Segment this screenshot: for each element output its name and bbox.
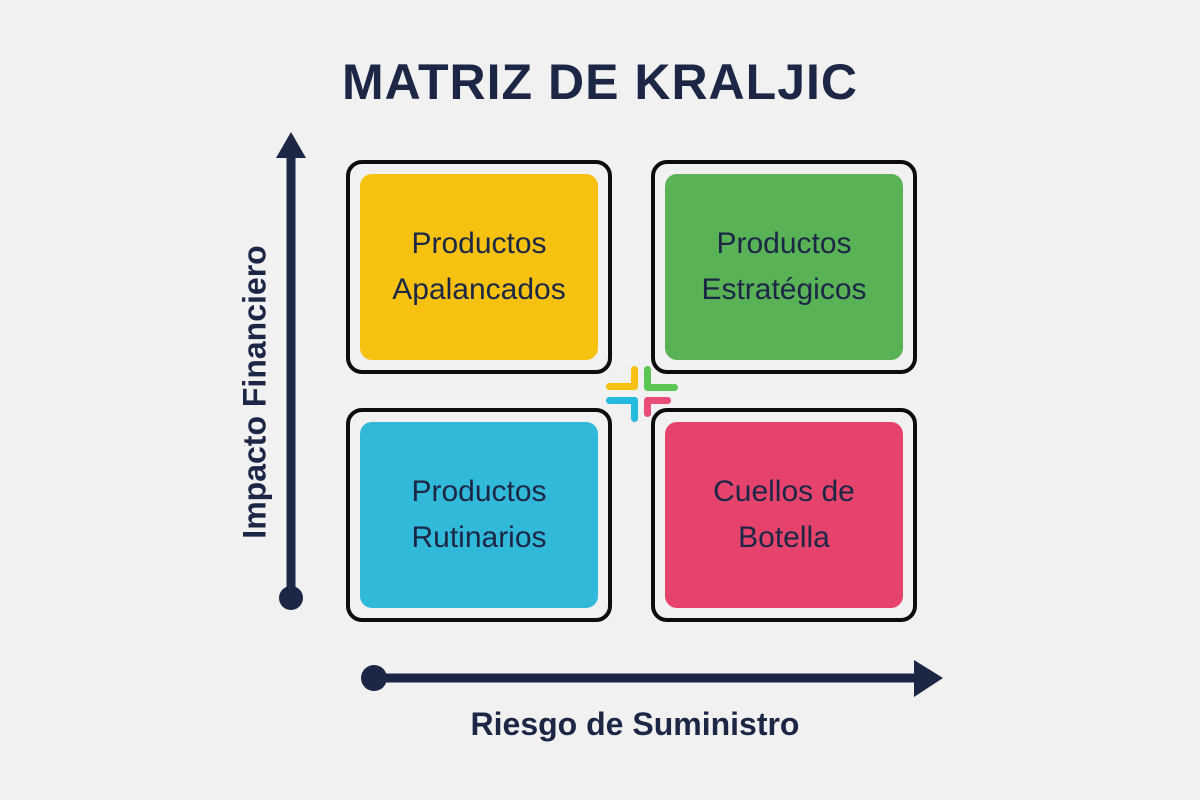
quadrant-label-line: Botella — [738, 521, 830, 554]
y-axis-arrow — [276, 132, 306, 610]
quadrant-label-line: Productos — [411, 227, 547, 260]
quadrant-label-line: Productos — [411, 475, 547, 508]
four-color-cross-logo-icon — [606, 366, 678, 422]
diagram-title: MATRIZ DE KRALJIC — [341, 54, 859, 110]
quadrant-label-line: Apalancados — [392, 273, 566, 306]
quadrant-label-line: Rutinarios — [411, 521, 547, 554]
quadrant-fill: Cuellos de Botella — [665, 422, 903, 608]
quadrant-label-line: Estratégicos — [701, 273, 867, 306]
x-axis-label: Riesgo de Suministro — [470, 706, 800, 742]
x-axis-arrow — [361, 660, 943, 697]
quadrant-label-line: Productos — [716, 227, 852, 260]
quadrant-fill: Productos Apalancados — [360, 174, 598, 360]
quadrant-fill: Productos Rutinarios — [360, 422, 598, 608]
axis-origin-dot — [279, 586, 303, 610]
quadrant-label-line: Cuellos de — [713, 475, 855, 508]
arrow-up-icon — [276, 132, 306, 158]
quadrant-cuellos-de-botella: Cuellos de Botella — [651, 408, 917, 622]
quadrant-productos-rutinarios: Productos Rutinarios — [346, 408, 612, 622]
axis-origin-dot — [361, 665, 387, 691]
arrow-right-icon — [914, 660, 943, 697]
quadrant-fill: Productos Estratégicos — [665, 174, 903, 360]
quadrant-productos-apalancados: Productos Apalancados — [346, 160, 612, 374]
quadrant-productos-estrategicos: Productos Estratégicos — [651, 160, 917, 374]
y-axis-label: Impacto Financiero — [236, 245, 273, 539]
